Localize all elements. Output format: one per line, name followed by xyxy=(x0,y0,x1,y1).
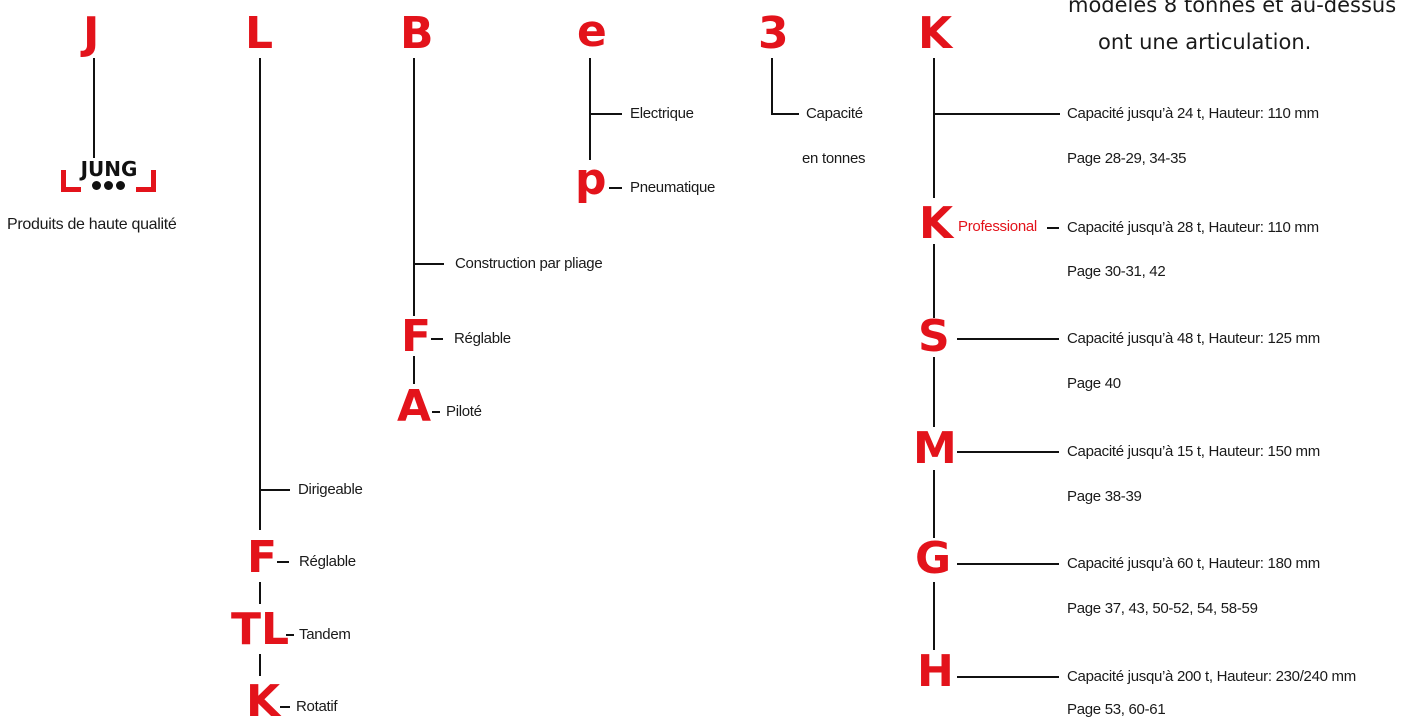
logo-bracket-bottom-left xyxy=(61,187,81,192)
label-construction-pliage: Construction par pliage xyxy=(455,255,603,272)
h-capacity: Capacité jusqu’à 200 t, Hauteur: 230/240… xyxy=(1067,668,1356,685)
code-letter-k-professional: K xyxy=(919,198,954,249)
m-capacity: Capacité jusqu’à 15 t, Hauteur: 150 mm xyxy=(1067,443,1320,460)
connector-line xyxy=(414,263,444,265)
connector-line xyxy=(934,113,1060,115)
connector-line xyxy=(933,470,935,538)
label-electrique: Electrique xyxy=(630,105,694,122)
label-pneumatique: Pneumatique xyxy=(630,179,716,196)
connector-line xyxy=(771,113,799,115)
connector-line xyxy=(259,582,261,604)
articulation-note-line2: ont une articulation. xyxy=(1098,30,1312,54)
connector-line xyxy=(933,244,935,318)
connector-line xyxy=(259,58,261,530)
code-letter-h: H xyxy=(917,646,954,697)
connector-line xyxy=(957,563,1059,565)
code-letter-m: M xyxy=(913,423,957,474)
connector-line xyxy=(413,58,415,316)
connector-line xyxy=(957,451,1059,453)
g-pages: Page 37, 43, 50-52, 54, 58-59 xyxy=(1067,600,1258,617)
connector-line xyxy=(431,338,443,340)
code-letter-g: G xyxy=(915,533,952,584)
code-letter-k: K xyxy=(918,8,953,59)
code-letter-tl: TL xyxy=(231,604,290,655)
label-b-reglable: Réglable xyxy=(454,330,511,347)
s-pages: Page 40 xyxy=(1067,375,1121,392)
code-letter-j: J xyxy=(83,8,100,59)
code-letter-b-f: F xyxy=(401,311,432,362)
connector-line xyxy=(771,58,773,114)
connector-line xyxy=(413,356,415,384)
connector-line xyxy=(286,634,294,636)
jung-logo: JUNG xyxy=(61,157,157,196)
kp-capacity: Capacité jusqu’à 28 t, Hauteur: 110 mm xyxy=(1067,219,1319,236)
code-letter-e: e xyxy=(577,6,607,57)
connector-line xyxy=(260,489,290,491)
code-letter-p: p xyxy=(575,154,607,205)
connector-line xyxy=(432,411,440,413)
professional-tag: Professional xyxy=(958,218,1037,235)
k-pages: Page 28-29, 34-35 xyxy=(1067,150,1187,167)
code-letter-l-k: K xyxy=(246,676,281,727)
h-pages: Page 53, 60-61 xyxy=(1067,701,1166,718)
connector-line xyxy=(93,58,95,158)
code-letter-l: L xyxy=(245,8,274,59)
logo-bracket-left xyxy=(61,170,66,192)
code-letter-a: A xyxy=(397,381,432,432)
quality-caption: Produits de haute qualité xyxy=(7,216,177,233)
g-capacity: Capacité jusqu’à 60 t, Hauteur: 180 mm xyxy=(1067,555,1320,572)
connector-line xyxy=(933,582,935,650)
label-pilote: Piloté xyxy=(446,403,482,420)
connector-line xyxy=(590,113,622,115)
logo-dots xyxy=(92,181,126,191)
code-letter-l-f: F xyxy=(247,532,278,583)
articulation-note-line1: modèles 8 tonnes et au-dessus xyxy=(1068,0,1397,17)
connector-line xyxy=(277,561,289,563)
connector-line xyxy=(1047,227,1059,229)
connector-line xyxy=(933,58,935,198)
k-capacity: Capacité jusqu’à 24 t, Hauteur: 110 mm xyxy=(1067,105,1319,122)
label-reglable: Réglable xyxy=(299,553,356,570)
label-en-tonnes: en tonnes xyxy=(802,150,866,167)
m-pages: Page 38-39 xyxy=(1067,488,1142,505)
logo-bracket-right xyxy=(151,170,156,192)
label-rotatif: Rotatif xyxy=(296,698,338,715)
label-dirigeable: Dirigeable xyxy=(298,481,363,498)
connector-line xyxy=(933,357,935,427)
connector-line xyxy=(589,58,591,160)
code-letter-s: S xyxy=(918,311,950,362)
logo-bracket-bottom-right xyxy=(136,187,156,192)
connector-line xyxy=(957,676,1059,678)
connector-line xyxy=(280,706,290,708)
code-digit-3: 3 xyxy=(758,8,789,59)
code-letter-b: B xyxy=(400,8,434,59)
connector-line xyxy=(259,654,261,676)
connector-line xyxy=(957,338,1059,340)
connector-line xyxy=(609,187,622,189)
kp-pages: Page 30-31, 42 xyxy=(1067,263,1166,280)
label-tandem: Tandem xyxy=(299,626,351,643)
label-capacite: Capacité xyxy=(806,105,863,122)
s-capacity: Capacité jusqu’à 48 t, Hauteur: 125 mm xyxy=(1067,330,1320,347)
logo-text: JUNG xyxy=(80,157,138,181)
